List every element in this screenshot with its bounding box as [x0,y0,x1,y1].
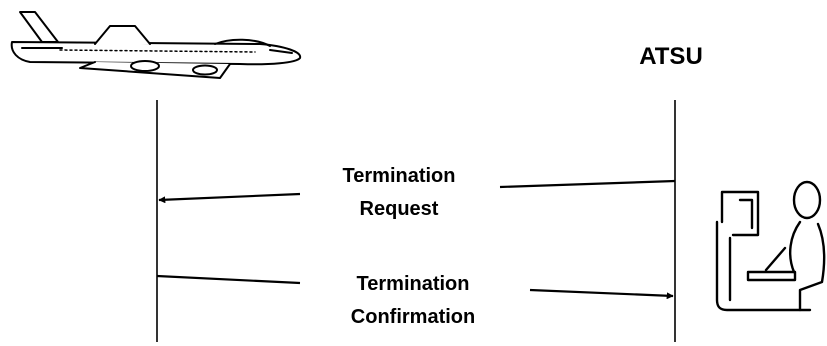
termination-confirmation-arrow [529,288,674,300]
termination-request-label-line2: Request [360,198,439,220]
termination-request-arrow-tail [499,179,676,189]
atsu-label: ATSU [639,43,703,70]
termination-confirmation-label-line2: Confirmation [351,306,475,328]
termination-request-arrow [158,192,301,204]
air-traffic-controller-icon [715,180,826,312]
termination-confirmation-label-line1: Termination [357,273,470,295]
termination-request-label-line1: Termination [343,165,456,187]
termination-confirmation-arrow-tail [156,274,301,285]
airplane-icon [10,11,302,79]
